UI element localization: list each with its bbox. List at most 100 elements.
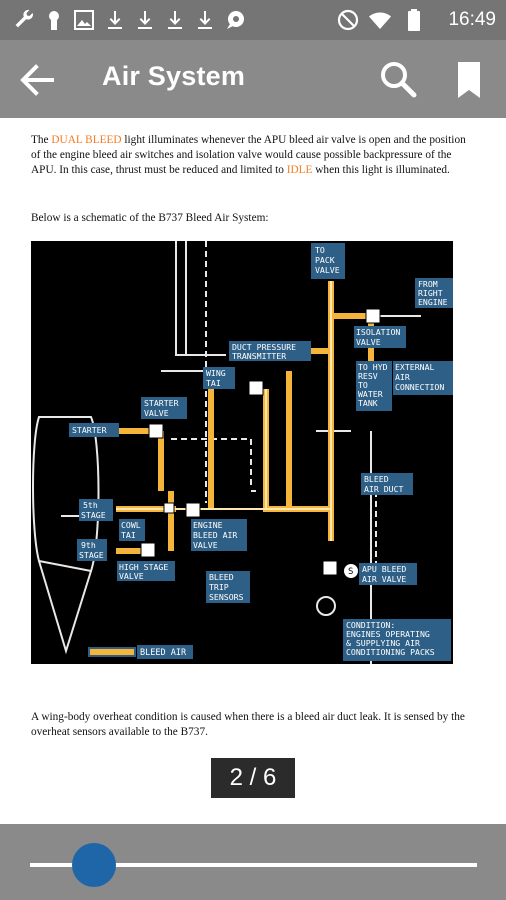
label-line: TRANSMITTER (232, 351, 286, 361)
label-line: TAI (206, 378, 221, 388)
label-line: VALVE (193, 540, 218, 550)
label-line: 5th (83, 500, 98, 510)
download-icon (198, 11, 212, 29)
legend-label-box (137, 645, 193, 659)
status-time: 16:49 (448, 9, 496, 30)
label-line: RESV (358, 371, 378, 381)
wifi-icon (369, 12, 391, 29)
label-line: CONDITIONING PACKS (346, 647, 435, 657)
label-line: DUCT PRESSURE (232, 342, 296, 352)
label-line: EXTERNAL (395, 362, 435, 372)
label-line: STAGE (79, 550, 104, 560)
intro-paragraph: The DUAL BLEED light illuminates wheneve… (31, 133, 477, 178)
legend-label: BLEED AIR (140, 648, 187, 658)
image-icon (74, 10, 94, 30)
download-icon (138, 11, 152, 29)
download-icon (108, 11, 122, 29)
arrow-left-icon (20, 64, 54, 96)
label-line: CONNECTION (395, 382, 444, 392)
bookmark-icon (458, 62, 480, 98)
legend-swatch (88, 647, 136, 657)
label-line: AIR DUCT (364, 484, 404, 494)
idle-highlight: IDLE (286, 164, 313, 176)
label-line: STAGE (81, 510, 106, 520)
label-line: AIR (395, 372, 410, 382)
page-indicator: 2 / 6 (211, 758, 295, 798)
chat-icon (227, 11, 244, 29)
label-line: VALVE (119, 571, 144, 581)
dual-bleed-highlight: DUAL BLEED (51, 134, 122, 146)
app-bar: Air System (0, 40, 506, 118)
back-button[interactable] (14, 57, 60, 103)
label-starter: STARTER (72, 425, 107, 435)
label-line: TRIP (209, 582, 229, 592)
page-slider-thumb[interactable] (72, 843, 117, 887)
label-line: STARTER (144, 398, 179, 408)
label-line: BLEED (209, 572, 234, 582)
label-line: ISOLATION (356, 327, 400, 337)
bookmark-button[interactable] (450, 60, 488, 100)
status-bar: 16:49 (0, 0, 506, 40)
label-line: TO (315, 245, 325, 255)
label-line: & SUPPLYING AIR (346, 638, 420, 648)
label-line: COWL (121, 520, 141, 530)
label-line: WATER (358, 389, 383, 399)
solenoid-symbol (344, 564, 358, 578)
wrench-icon (15, 9, 34, 28)
document-view[interactable]: The DUAL BLEED light illuminates wheneve… (0, 118, 506, 824)
label-line: WING (206, 368, 226, 378)
label-line: VALVE (356, 337, 381, 347)
label-line: TO HYD (358, 362, 388, 372)
schematic-caption: Below is a schematic of the B737 Bleed A… (31, 212, 269, 224)
dnd-icon (337, 9, 359, 31)
label-line: TANK (358, 398, 378, 408)
intro-text: when this light is illuminated. (312, 164, 450, 176)
label-line: ENGINES OPERATING (346, 629, 430, 639)
label-line: TAI (121, 530, 136, 540)
intro-text: light illuminates whenever the APU bleed… (31, 134, 466, 176)
search-button[interactable] (376, 57, 420, 101)
label-line: VALVE (315, 265, 340, 275)
label-line: AIR VALVE (362, 574, 406, 584)
apu-fan-symbol (316, 596, 336, 616)
label-line: VALVE (144, 408, 169, 418)
label-line: APU BLEED (362, 564, 406, 574)
page-title: Air System (102, 61, 246, 91)
download-icon (168, 11, 182, 29)
label-line: TO (358, 380, 368, 390)
label-line: SENSORS (209, 592, 244, 602)
page-slider-track[interactable] (30, 863, 477, 867)
label-line: ENGINE (193, 520, 223, 530)
bottom-bar (0, 824, 506, 900)
solenoid-label: S (348, 567, 353, 577)
keyhole-icon (49, 11, 59, 30)
label-line: HIGH STAGE (119, 562, 168, 572)
overheat-paragraph: A wing-body overheat condition is caused… (31, 711, 465, 738)
label-line: PACK (315, 255, 335, 265)
label-line: 9th (81, 540, 96, 550)
label-line: BLEED AIR (193, 530, 237, 540)
label-line: FROM (418, 279, 438, 289)
label-line: ENGINE (418, 297, 448, 307)
intro-text: The (31, 134, 52, 146)
label-line: RIGHT (418, 288, 443, 298)
search-icon (381, 62, 417, 98)
label-line: CONDITION: (346, 620, 395, 630)
